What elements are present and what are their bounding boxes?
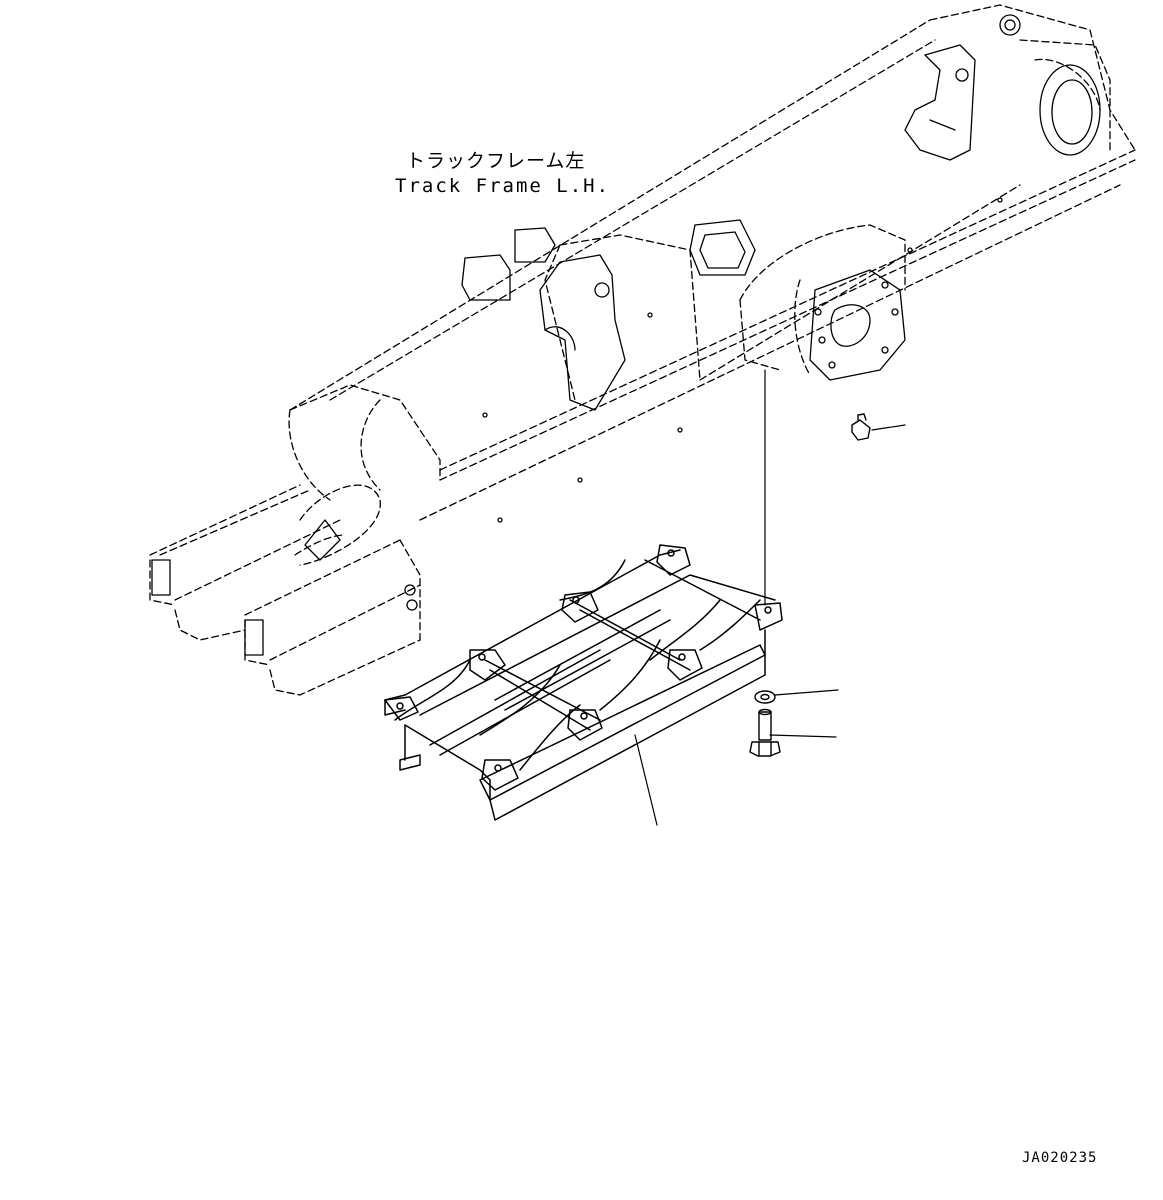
plug-leader	[872, 425, 905, 430]
bolt-leader	[770, 735, 836, 737]
roller-guard	[385, 545, 782, 820]
leader-lines	[635, 370, 905, 825]
frame-features	[152, 15, 1100, 655]
guard-leader	[635, 735, 657, 825]
drawing-number: JA020235	[1022, 1150, 1098, 1166]
plug-part	[852, 414, 870, 440]
washer-part	[755, 691, 775, 703]
track-frame-outline	[150, 5, 1135, 695]
bolt-part	[750, 710, 780, 757]
track-frame-label-en: Track Frame L.H.	[395, 175, 611, 197]
washer-leader	[775, 690, 838, 695]
track-frame-label-ja: トラックフレーム左	[406, 150, 586, 172]
